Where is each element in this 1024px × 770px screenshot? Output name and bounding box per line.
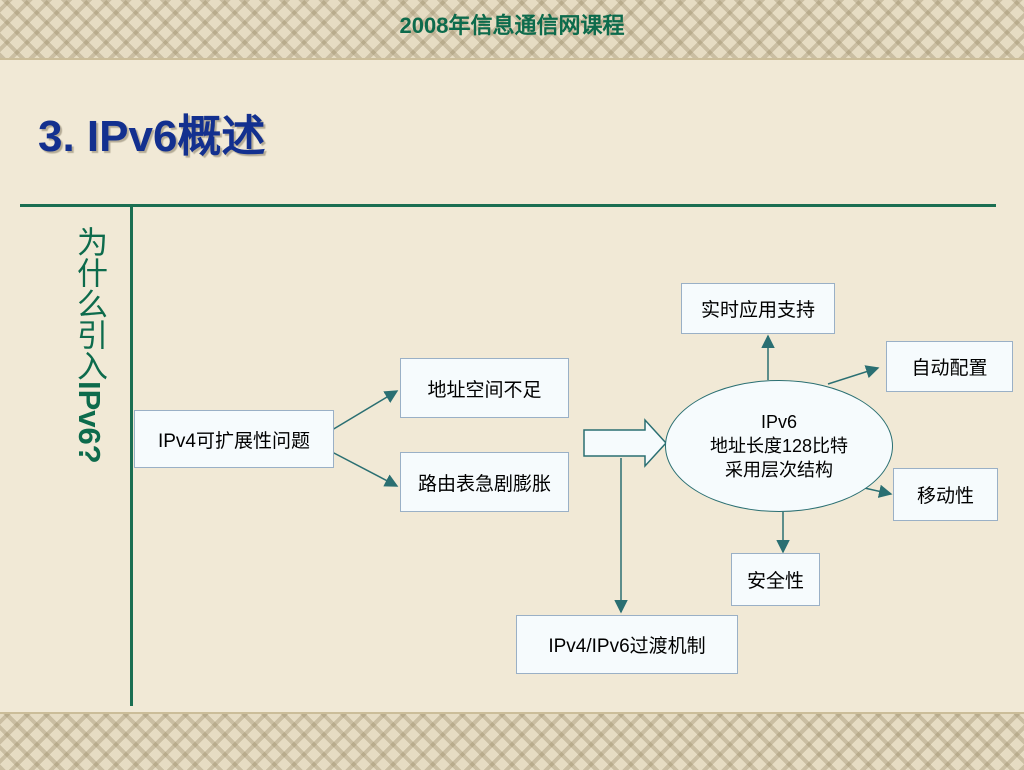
side-question-latin: IPv6?	[72, 381, 107, 464]
security-box: 安全性	[731, 553, 820, 606]
autoconfig-box: 自动配置	[886, 341, 1013, 392]
bottom-decorative-border	[0, 712, 1024, 770]
block-arrow-to-ipv6	[583, 418, 668, 468]
vertical-divider	[130, 204, 133, 706]
side-question: 为什么引入IPv6?	[62, 226, 112, 464]
realtime-support-box: 实时应用支持	[681, 283, 835, 334]
ipv4-issue-box: IPv4可扩展性问题	[134, 410, 334, 468]
arrow-to-autoconfig	[827, 365, 880, 385]
slide-title: 3. IPv6概述	[38, 112, 266, 161]
address-space-box: 地址空间不足	[400, 358, 569, 418]
arrow-to-routing-table	[331, 451, 399, 487]
ipv6-address-length: 地址长度128比特	[709, 436, 849, 456]
course-title: 2008年信息通信网课程	[399, 13, 625, 38]
ipv6-hierarchy: 采用层次结构	[725, 460, 833, 480]
ipv6-label: IPv6	[760, 412, 798, 432]
side-question-chinese: 为什么引入	[72, 226, 107, 381]
ipv6-center-ellipse: IPv6 地址长度128比特 采用层次结构	[665, 380, 893, 512]
mobility-box: 移动性	[893, 468, 998, 521]
horizontal-divider	[20, 204, 996, 207]
top-decorative-border	[0, 0, 1024, 60]
arrow-to-address-space	[331, 390, 399, 431]
routing-table-box: 路由表急剧膨胀	[400, 452, 569, 512]
transition-box: IPv4/IPv6过渡机制	[516, 615, 738, 674]
